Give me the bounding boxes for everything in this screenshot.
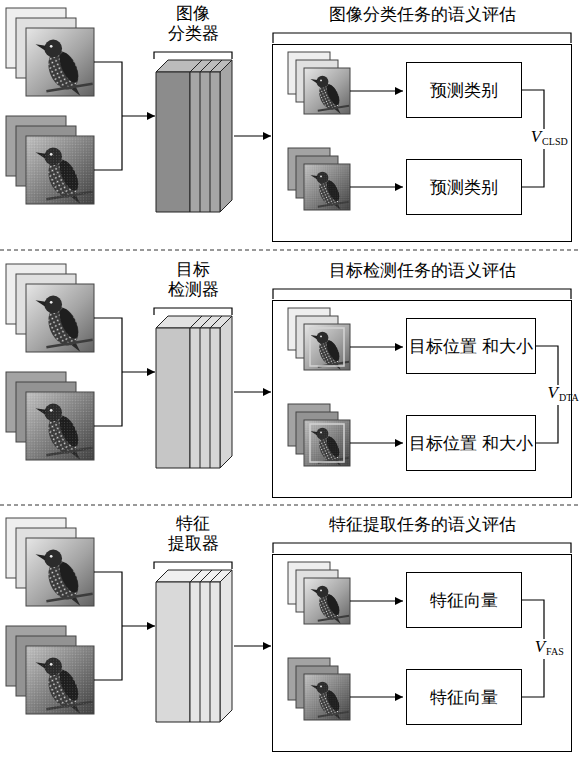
result-box: 特征向量 bbox=[406, 572, 522, 628]
arrow-connector bbox=[234, 135, 271, 136]
block-face bbox=[220, 570, 232, 722]
block-layer bbox=[200, 72, 201, 212]
block-layer bbox=[210, 570, 222, 582]
bracket bbox=[272, 286, 572, 300]
block-layer bbox=[200, 582, 201, 722]
block-layer bbox=[210, 316, 222, 328]
block-layer bbox=[210, 60, 222, 72]
model-block: 图像 分类器 bbox=[152, 4, 234, 216]
block-face bbox=[190, 328, 220, 468]
block-face bbox=[220, 316, 232, 468]
bracket-line bbox=[273, 543, 571, 553]
panel-title: 特征提取任务的语义评估 bbox=[272, 514, 572, 536]
block-face bbox=[156, 72, 190, 212]
bracket-line bbox=[154, 308, 232, 315]
result-box: 特征向量 bbox=[406, 669, 522, 725]
model-block: 特征 提取器 bbox=[152, 514, 234, 726]
block-layer bbox=[210, 328, 211, 468]
model-block: 目标 检测器 bbox=[152, 260, 234, 472]
arrow-connector bbox=[234, 391, 271, 392]
model-label: 特征 提取器 bbox=[162, 514, 224, 554]
block-face bbox=[190, 582, 220, 722]
panel-title: 图像分类任务的语义评估 bbox=[272, 4, 572, 26]
block-layer bbox=[200, 60, 212, 72]
block-face bbox=[190, 72, 220, 212]
box-text: 目标位置 和大小 bbox=[409, 336, 532, 357]
block-layer bbox=[200, 328, 201, 468]
bracket bbox=[272, 540, 572, 554]
block-layer bbox=[190, 316, 202, 328]
result-box: 目标位置 和大小 bbox=[406, 318, 536, 374]
block-layer bbox=[210, 582, 211, 722]
model-label: 目标 检测器 bbox=[162, 260, 224, 300]
network-block bbox=[156, 570, 232, 722]
block-face bbox=[156, 60, 232, 72]
block-face bbox=[156, 582, 190, 722]
block-face bbox=[220, 60, 232, 212]
block-layer bbox=[190, 60, 202, 72]
metric-label: VCLSD bbox=[530, 129, 559, 149]
evaluation-panel: 目标检测任务的语义评估目标位置 和大小目标位置 和大小 bbox=[272, 260, 572, 498]
box-text: 目标位置 和大小 bbox=[409, 433, 532, 454]
result-box: 目标位置 和大小 bbox=[406, 415, 536, 471]
metric-label: VDTA bbox=[547, 385, 570, 405]
block-layer bbox=[200, 316, 212, 328]
block-layer bbox=[200, 570, 212, 582]
block-face bbox=[156, 570, 232, 582]
block-face bbox=[156, 328, 190, 468]
model-label: 图像 分类器 bbox=[162, 4, 224, 44]
bracket-line bbox=[273, 289, 571, 299]
network-block bbox=[156, 316, 232, 468]
result-box: 预测类别 bbox=[406, 159, 522, 215]
box-text: 预测类别 bbox=[430, 80, 498, 101]
bracket bbox=[152, 304, 234, 316]
bracket bbox=[152, 48, 234, 60]
box-text: 预测类别 bbox=[430, 177, 498, 198]
bracket bbox=[152, 558, 234, 570]
separator bbox=[0, 250, 579, 251]
evaluation-panel: 特征提取任务的语义评估特征向量特征向量 bbox=[272, 514, 572, 752]
box-text: 特征向量 bbox=[430, 590, 498, 611]
arrow-connector bbox=[234, 645, 271, 646]
panel-title: 目标检测任务的语义评估 bbox=[272, 260, 572, 282]
result-box: 预测类别 bbox=[406, 62, 522, 118]
separator bbox=[0, 505, 579, 506]
bounding-box bbox=[310, 424, 344, 462]
bracket-line bbox=[154, 562, 232, 569]
metric-label: VFAS bbox=[534, 639, 555, 659]
box-text: 特征向量 bbox=[430, 687, 498, 708]
bracket-line bbox=[273, 33, 571, 43]
block-layer bbox=[190, 570, 202, 582]
bracket bbox=[272, 30, 572, 44]
network-block bbox=[156, 60, 232, 212]
bracket-line bbox=[154, 52, 232, 59]
bounding-box bbox=[310, 328, 344, 366]
block-layer bbox=[210, 72, 211, 212]
block-face bbox=[156, 316, 232, 328]
evaluation-panel: 图像分类任务的语义评估预测类别预测类别 bbox=[272, 4, 572, 242]
